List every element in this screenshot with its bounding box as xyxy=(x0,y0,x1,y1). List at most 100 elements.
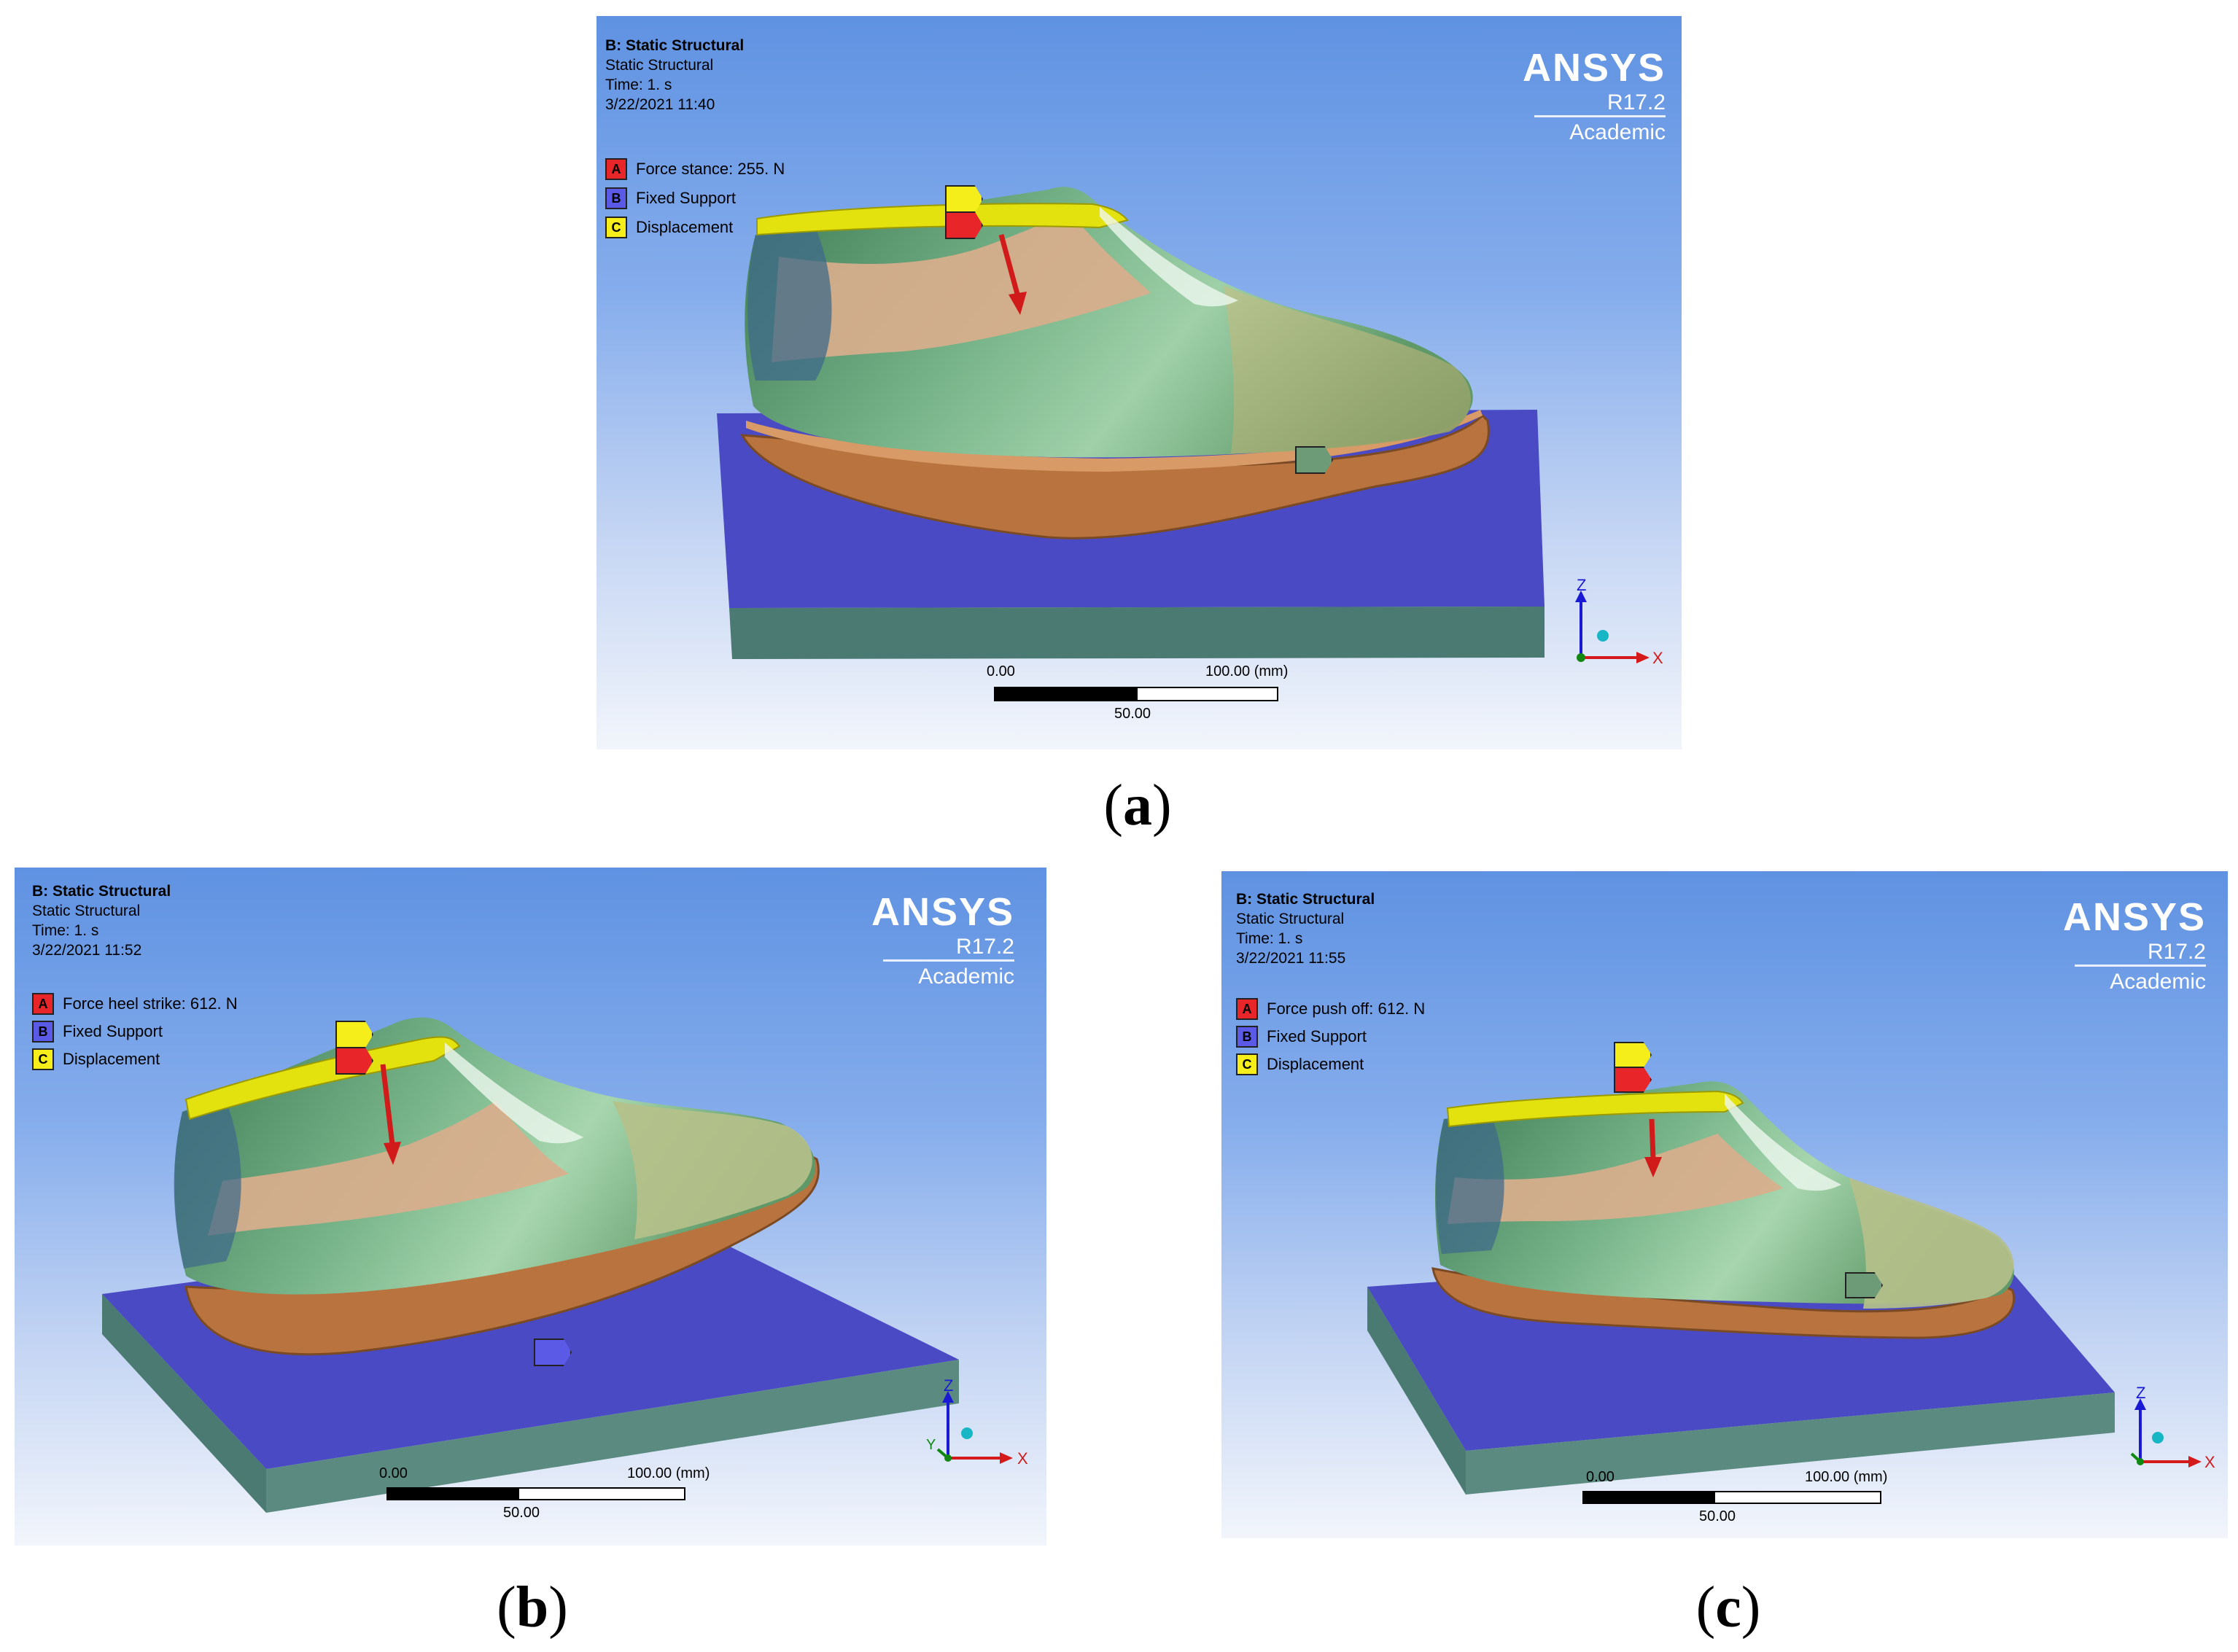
fixed-support-icon: B xyxy=(605,187,627,209)
model-scene-a[interactable] xyxy=(597,16,1682,749)
axis-triad[interactable]: Z X xyxy=(1559,577,1668,687)
legend-item-force[interactable]: A Force push off: 612. N xyxy=(1236,995,1425,1023)
analysis-timestamp: 3/22/2021 11:55 xyxy=(1236,949,1346,967)
shoe-toe-cap xyxy=(1224,286,1471,453)
shoe-toe-cap xyxy=(1849,1177,2014,1309)
brand-name: ANSYS xyxy=(2062,895,2206,939)
axis-x-label: X xyxy=(1652,649,1663,667)
scale-bar: 0.00 100.00 (mm) 50.00 xyxy=(379,1465,715,1538)
scale-full-label: 100.00 (mm) xyxy=(627,1465,710,1481)
displacement-face xyxy=(1446,1090,1744,1128)
legend-item-force[interactable]: A Force heel strike: 612. N xyxy=(32,990,238,1018)
shoe-sole xyxy=(1431,1267,2015,1339)
axis-triad[interactable]: Z X Y xyxy=(912,1378,1039,1480)
brand-name: ANSYS xyxy=(1522,46,1666,90)
legend-item-force[interactable]: A Force stance: 255. N xyxy=(605,155,785,184)
scale-bar: 0.00 100.00 (mm) 50.00 xyxy=(987,663,1293,744)
tag-flag-a[interactable] xyxy=(335,1047,373,1075)
axis-triad[interactable]: Z X xyxy=(2111,1385,2224,1480)
displacement-icon: C xyxy=(605,217,627,238)
tag-flag-a[interactable] xyxy=(945,211,983,239)
axis-y-label: Y xyxy=(926,1437,936,1453)
shoe-band xyxy=(208,1101,569,1236)
figure-caption-c: (c) xyxy=(1695,1575,1761,1640)
force-icon: A xyxy=(1236,998,1258,1020)
base-plate-side xyxy=(729,607,1545,659)
base-plate-side-front xyxy=(266,1360,959,1513)
legend-item-displacement[interactable]: C Displacement xyxy=(1236,1051,1425,1078)
analysis-title: B: Static Structural xyxy=(605,37,745,54)
scale-mid-label: 50.00 xyxy=(503,1505,540,1521)
legend-label: Fixed Support xyxy=(636,189,736,207)
legend-label: Displacement xyxy=(63,1050,160,1068)
brand-name: ANSYS xyxy=(871,890,1014,934)
legend-label: Force heel strike: 612. N xyxy=(63,994,238,1013)
shoe-heel-counter xyxy=(1436,1115,1504,1254)
axis-z-label: Z xyxy=(1577,577,1586,594)
ansys-logo: ANSYS R17.2 Academic xyxy=(1523,45,1666,145)
legend-item-fixed-support[interactable]: B Fixed Support xyxy=(32,1018,238,1045)
brand-edition: Academic xyxy=(2075,965,2206,994)
displacement-icon: C xyxy=(32,1048,54,1070)
scale-mid-label: 50.00 xyxy=(1699,1508,1736,1524)
tag-flag-b[interactable] xyxy=(1845,1272,1883,1298)
analysis-header: B: Static Structural Static Structural T… xyxy=(605,36,744,115)
brand-version: R17.2 xyxy=(1606,90,1666,114)
fixed-support-icon: B xyxy=(32,1021,54,1043)
scale-full-label: 100.00 (mm) xyxy=(1205,663,1289,679)
axis-x-label: X xyxy=(2204,1453,2215,1471)
force-arrow xyxy=(1649,1118,1656,1160)
brand-edition: Academic xyxy=(883,959,1014,989)
displacement-face xyxy=(756,203,1129,236)
shoe-toe-cap xyxy=(613,1101,812,1239)
scale-bar-graphic xyxy=(386,1487,685,1500)
analysis-time: Time: 1. s xyxy=(1236,930,1303,947)
axis-z-label: Z xyxy=(2136,1385,2145,1402)
analysis-title: B: Static Structural xyxy=(1236,891,1375,908)
boundary-legend: A Force heel strike: 612. N B Fixed Supp… xyxy=(32,990,238,1073)
tag-flag-a[interactable] xyxy=(1614,1067,1652,1093)
shoe-heel-counter xyxy=(174,1101,241,1269)
analysis-subtitle: Static Structural xyxy=(32,902,141,919)
tag-flag-b[interactable] xyxy=(1295,446,1333,474)
shoe-band xyxy=(772,213,1151,362)
analysis-subtitle: Static Structural xyxy=(605,56,714,74)
displacement-face xyxy=(184,1036,461,1121)
viewport-panel-c[interactable]: B: Static Structural Static Structural T… xyxy=(1221,871,2228,1538)
legend-item-displacement[interactable]: C Displacement xyxy=(32,1045,238,1073)
model-scene-c[interactable] xyxy=(1221,871,2228,1538)
legend-label: Force stance: 255. N xyxy=(636,160,785,178)
base-plate-side-left xyxy=(1367,1287,1466,1495)
displacement-icon: C xyxy=(1236,1053,1258,1075)
scale-zero-label: 0.00 xyxy=(379,1465,408,1481)
scale-mid-label: 50.00 xyxy=(1114,706,1151,722)
analysis-header: B: Static Structural Static Structural T… xyxy=(32,882,171,961)
analysis-subtitle: Static Structural xyxy=(1236,910,1345,927)
scale-bar: 0.00 100.00 (mm) 50.00 xyxy=(1582,1469,1922,1535)
legend-label: Fixed Support xyxy=(63,1022,163,1040)
analysis-time: Time: 1. s xyxy=(32,922,99,939)
model-scene-b[interactable] xyxy=(15,868,1046,1546)
legend-label: Displacement xyxy=(1267,1055,1364,1073)
legend-item-displacement[interactable]: C Displacement xyxy=(605,213,785,242)
fixed-support-icon: B xyxy=(1236,1026,1258,1048)
analysis-timestamp: 3/22/2021 11:52 xyxy=(32,941,142,959)
base-plate-side-left xyxy=(102,1294,266,1513)
analysis-time: Time: 1. s xyxy=(605,76,672,93)
ansys-logo: ANSYS R17.2 Academic xyxy=(871,889,1014,989)
force-arrow xyxy=(380,1064,395,1145)
legend-item-fixed-support[interactable]: B Fixed Support xyxy=(1236,1023,1425,1051)
brand-version: R17.2 xyxy=(2147,940,2206,964)
tag-flag-c[interactable] xyxy=(335,1021,373,1048)
legend-item-fixed-support[interactable]: B Fixed Support xyxy=(605,184,785,213)
scale-bar-graphic xyxy=(1582,1491,1881,1504)
brand-edition: Academic xyxy=(1534,115,1666,145)
analysis-timestamp: 3/22/2021 11:40 xyxy=(605,96,715,113)
tag-flag-b[interactable] xyxy=(534,1339,572,1366)
legend-label: Force push off: 612. N xyxy=(1267,1000,1426,1018)
viewport-panel-a[interactable]: B: Static Structural Static Structural T… xyxy=(597,16,1682,749)
legend-label: Fixed Support xyxy=(1267,1027,1367,1045)
force-icon: A xyxy=(605,158,627,180)
viewport-panel-b[interactable]: B: Static Structural Static Structural T… xyxy=(15,868,1046,1546)
ansys-logo: ANSYS R17.2 Academic xyxy=(2063,895,2206,994)
